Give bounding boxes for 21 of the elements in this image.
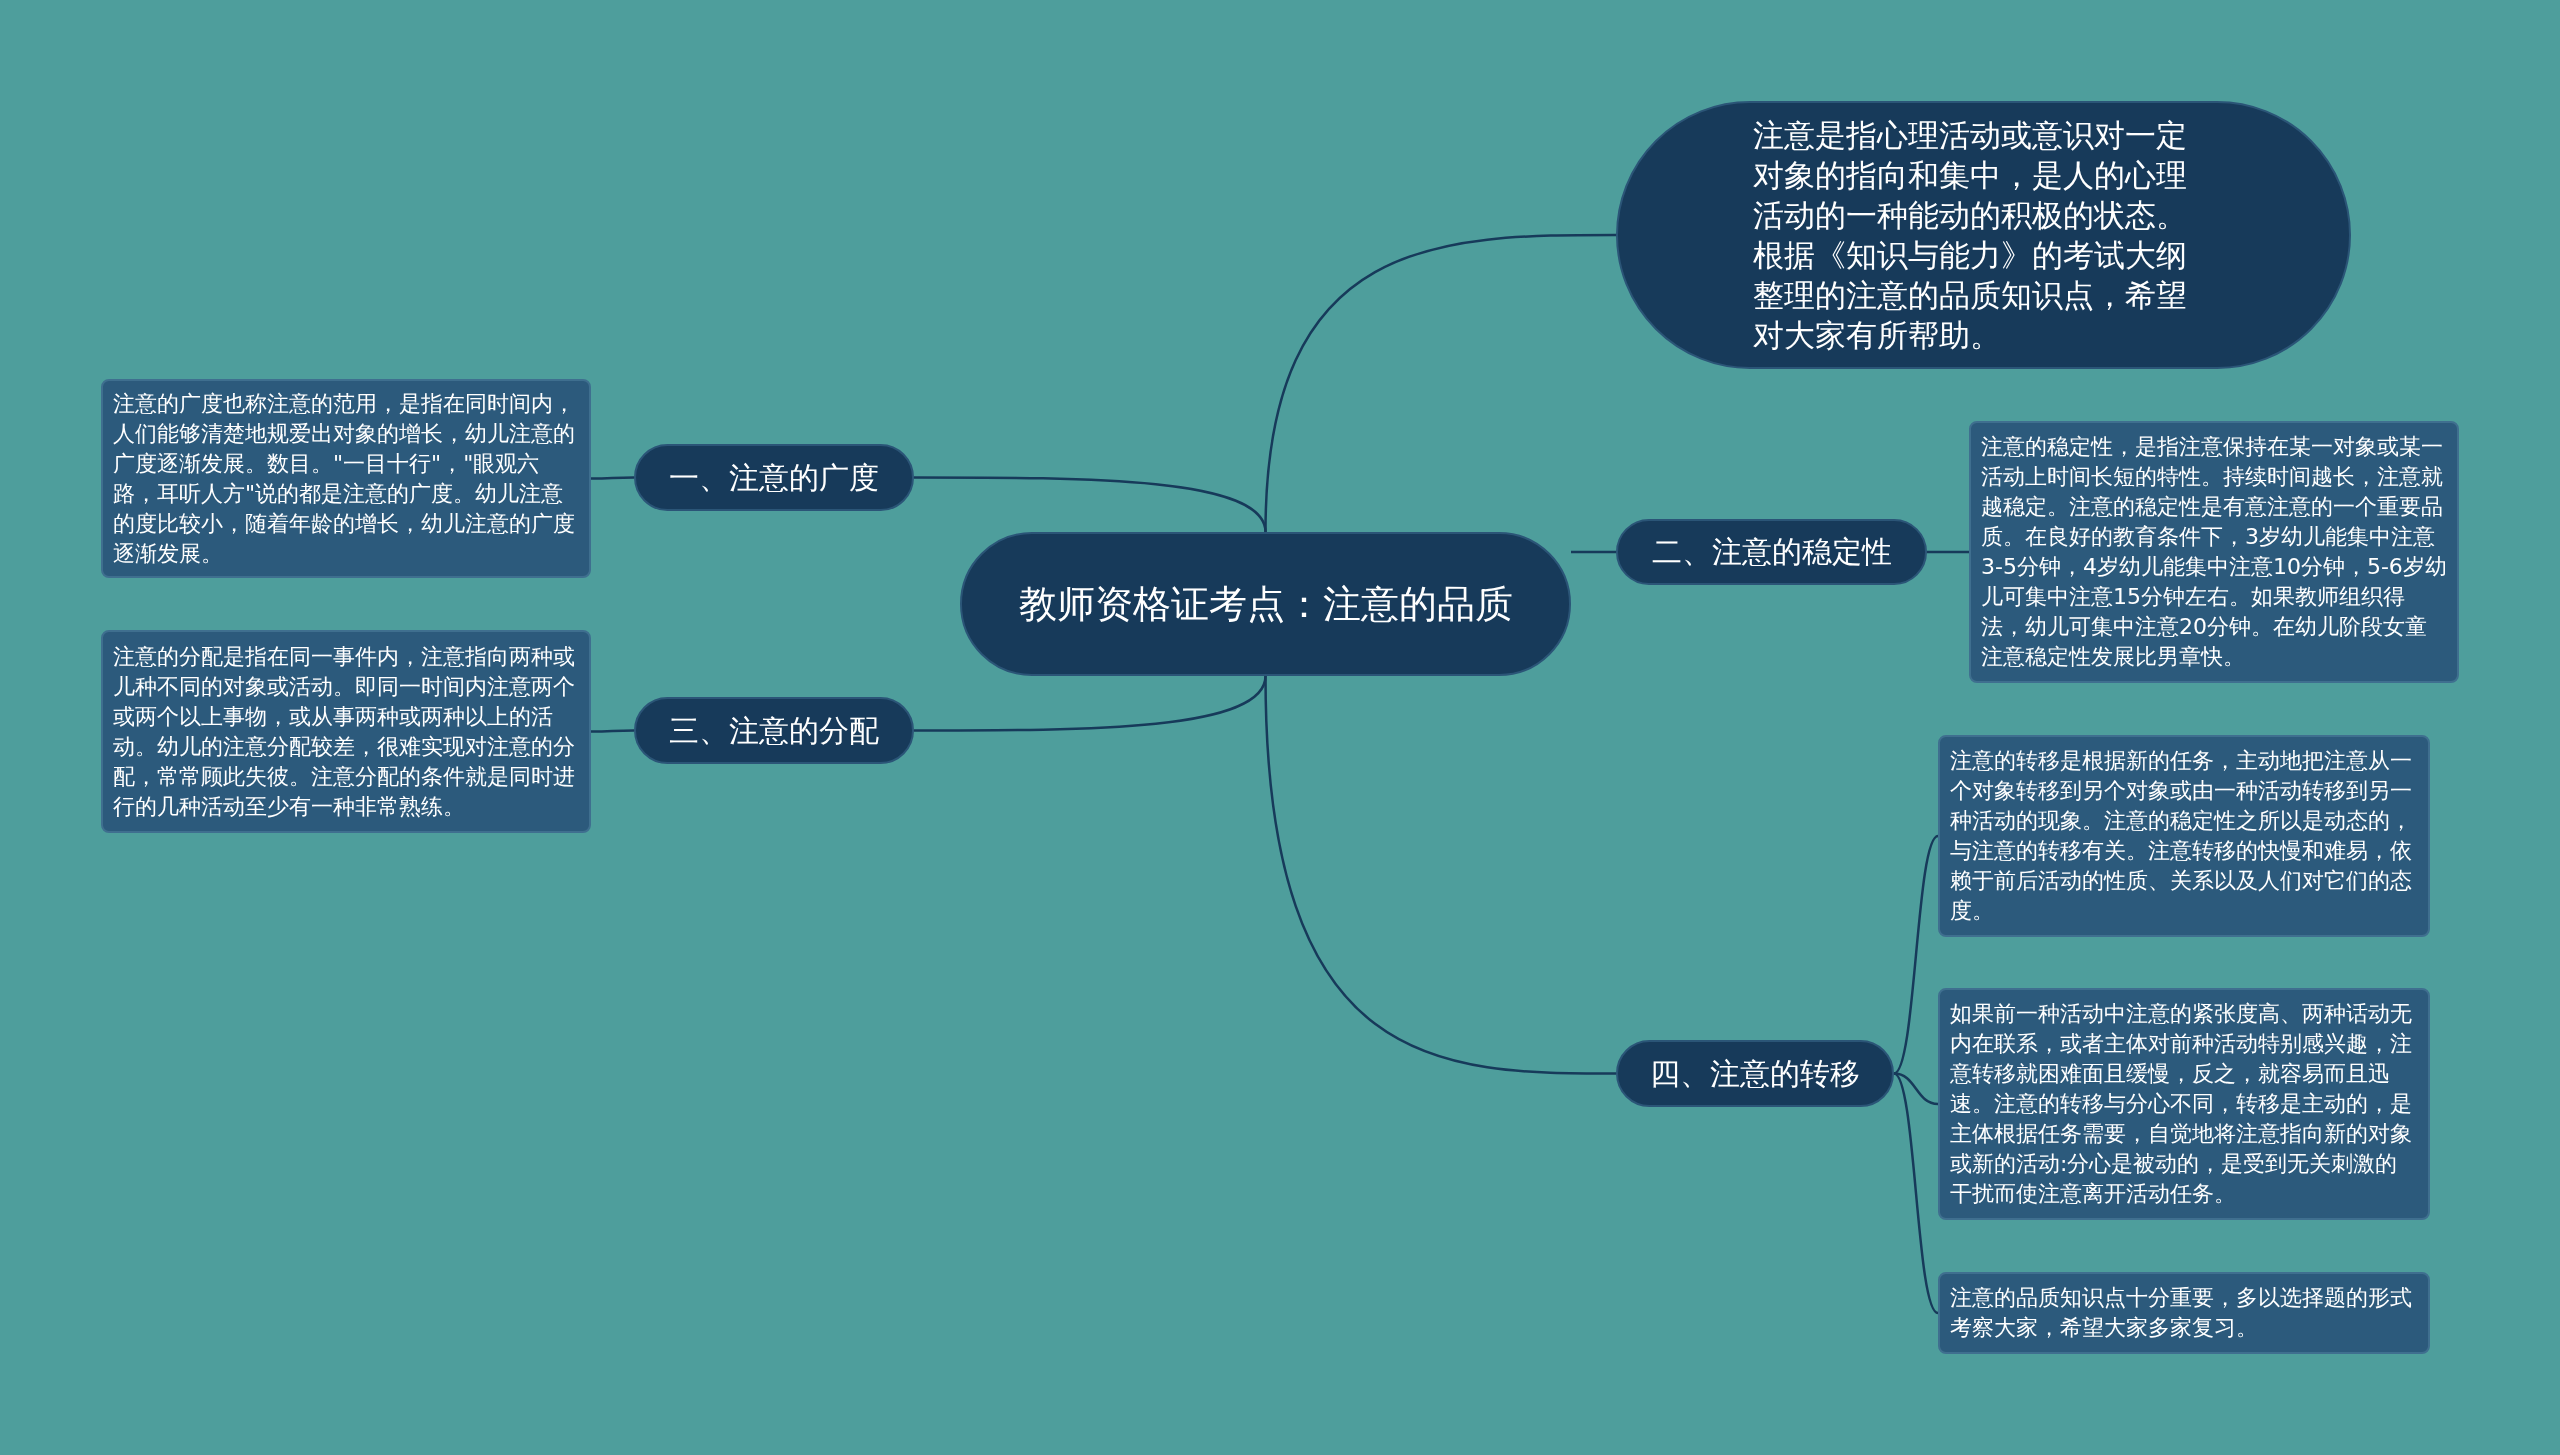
connector-line bbox=[1571, 550, 1616, 554]
branch-topic-box: 二、注意的稳定性 bbox=[1616, 519, 1927, 585]
connector-line bbox=[1264, 675, 1616, 1075]
detail-text-box: 注意的稳定性，是指注意保持在某一对象或某一活动上时间长短的特性。持续时间越长，注意就越稳定。注意的稳定性是有意注意的一个重要品质。在良好的教育条件下，3岁幼儿能集中注意3-5分钟，4岁幼儿能集中注意10分钟，5-6岁幼儿可集中注意15分钟左右。如果教师组织得法，幼儿可集中注意20分钟。在幼儿阶段女童注意稳定性发展比男章快。 bbox=[1969, 421, 2459, 683]
branch-topic-box: 一、注意的广度 bbox=[634, 444, 914, 511]
connector-line bbox=[1927, 550, 1969, 554]
connector-line bbox=[914, 476, 1267, 533]
detail-text-box: 注意的分配是指在同一事件内，注意指向两种或儿种不同的对象或活动。即同一时间内注意两个或两个以上事物，或从事两种或两种以上的活动。幼儿的注意分配较差，很难实现对注意的分配，常常顾此失彼。注意分配的条件就是同时进行的几种活动至少有一种非常熟练。 bbox=[101, 630, 591, 833]
connector-line bbox=[1893, 1072, 1939, 1106]
intro-text-bubble: 注意是指心理活动或意识对一定对象的指向和集中，是人的心理活动的一种能动的积极的状态。根据《知识与能力》的考试大纲整理的注意的品质知识点，希望对大家有所帮助。 bbox=[1616, 101, 2351, 369]
detail-text-box: 注意的广度也称注意的范用，是指在同时间内，人们能够清楚地规爱出对象的增长，幼儿注意的广度逐渐发展。数目。"一目十行"，"眼观六路，耳听人方"说的都是注意的广度。幼儿注意的度比较小，随着年龄的增长，幼儿注意的广度逐渐发展。 bbox=[101, 379, 591, 578]
connector-line bbox=[1893, 1072, 1939, 1314]
detail-text-box: 如果前一种活动中注意的紧张度高、两种话动无内在联系，或者主体对前种活动特别感兴趣，注意转移就困难面且缓慢，反之，就容易而且迅速。注意的转移与分心不同，转移是主动的，是主体根据任务需要，自觉地将注意指向新的对象或新的活动:分心是被动的，是受到无关刺激的干扰而使注意离开活动任务。 bbox=[1938, 988, 2430, 1220]
branch-topic-box: 四、注意的转移 bbox=[1616, 1040, 1894, 1107]
detail-text-box: 注意的转移是根据新的任务，主动地把注意从一个对象转移到另个对象或由一种活动转移到另一种活动的现象。注意的稳定性之所以是动态的，与注意的转移有关。注意转移的快慢和难易，依赖于前后活动的性质、关系以及人们对它们的态度。 bbox=[1938, 735, 2430, 937]
connector-line bbox=[591, 476, 634, 480]
connector-line bbox=[591, 729, 634, 733]
detail-text-box: 注意的品质知识点十分重要，多以选择题的形式考察大家，希望大家多家复习。 bbox=[1938, 1272, 2430, 1354]
connector-line bbox=[1893, 835, 1939, 1075]
branch-topic-box: 三、注意的分配 bbox=[634, 697, 914, 764]
central-topic-box: 教师资格证考点：注意的品质 bbox=[960, 532, 1571, 676]
